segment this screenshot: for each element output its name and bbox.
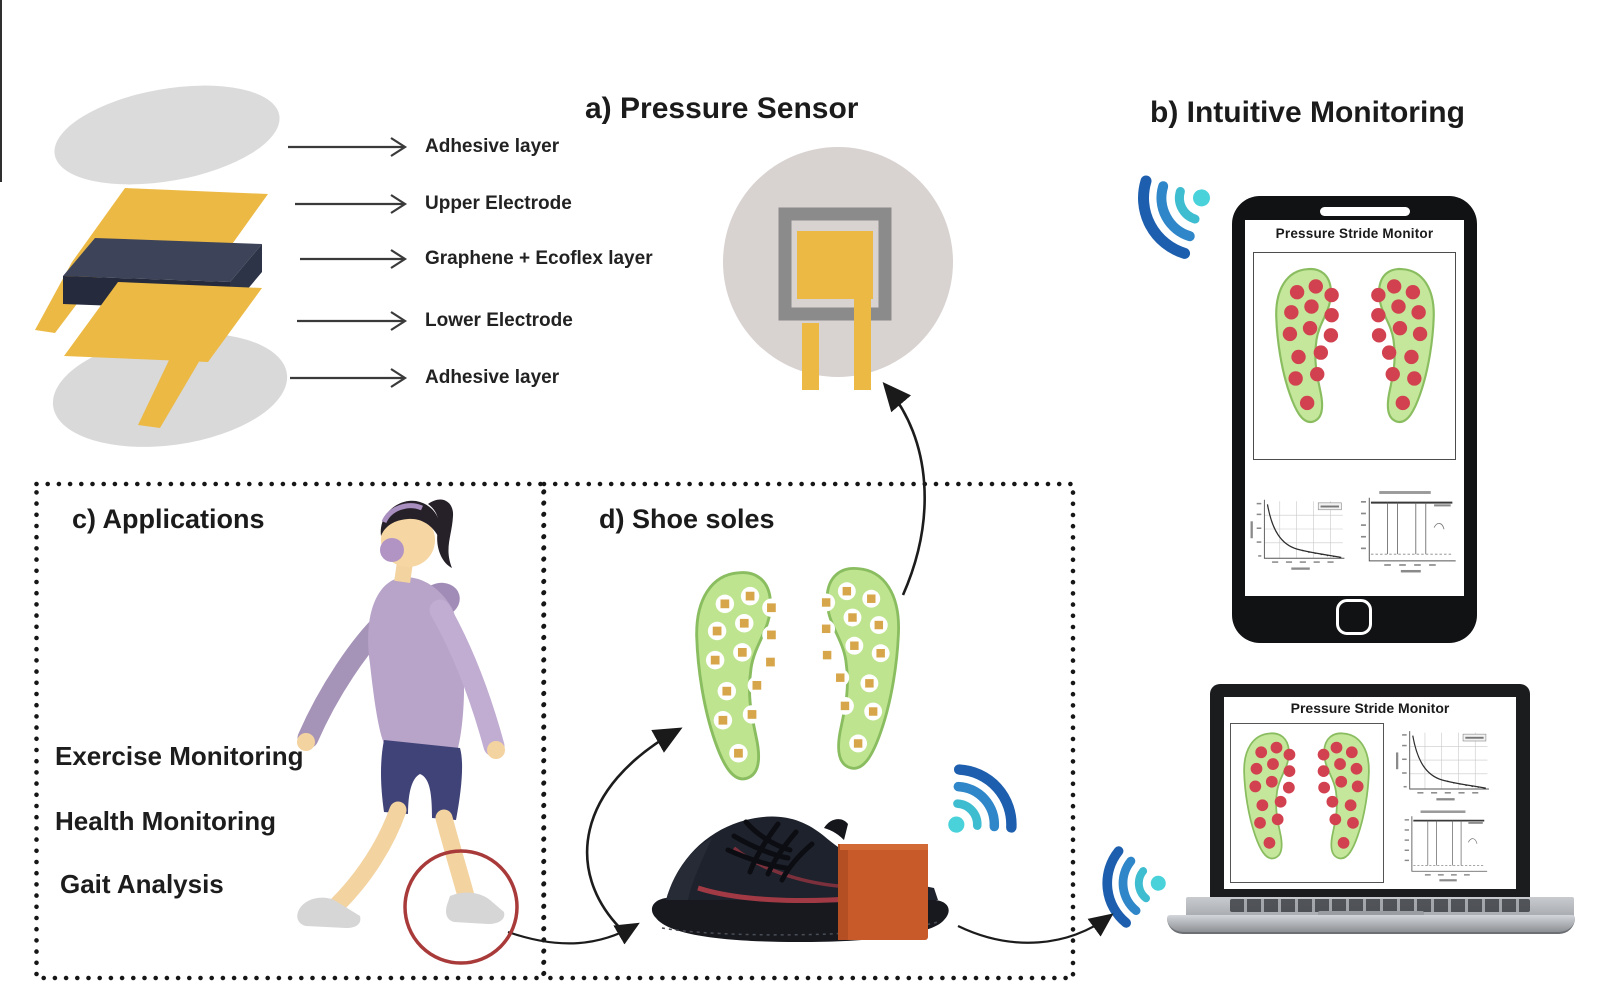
layer-label-upper-electrode: Upper Electrode (425, 193, 572, 214)
person-back-shoe (297, 897, 361, 928)
laptop-app-title: Pressure Stride Monitor (1290, 700, 1450, 716)
arrow-sole-to-sensor (882, 382, 926, 596)
layer-label-graphene-ecoflex: Graphene + Ecoflex layer (425, 248, 653, 269)
panel-c-border (34, 481, 546, 981)
gait-highlight-circle (403, 849, 519, 965)
layer-label-adhesive-bottom: Adhesive layer (425, 367, 560, 388)
panel-c-title: c) Applications (72, 504, 265, 534)
person-front-arm (429, 599, 505, 757)
sneaker-illustration (651, 816, 949, 942)
arrow-foot-to-shoe (507, 922, 640, 945)
sensor-frame (778, 207, 892, 321)
walking-person-illustration (297, 499, 505, 928)
phone-screen: Pressure Stride Monitor (1245, 220, 1464, 596)
laptop-keys (1230, 899, 1530, 912)
laptop-keyboard-deck (1186, 897, 1574, 921)
pressure-sensor-illustration (723, 147, 953, 390)
application-gait-analysis: Gait Analysis (60, 869, 224, 899)
laptop-screen: Pressure Stride Monitor (1210, 684, 1530, 900)
sneaker-heel-tab (824, 819, 848, 840)
phone-speaker (1320, 207, 1410, 216)
phone-home-button (1336, 599, 1372, 635)
person-back-leg (329, 801, 407, 913)
application-exercise-monitoring: Exercise Monitoring (55, 741, 304, 771)
person-front-leg (435, 809, 475, 905)
sensor-layer-stack-illustration (35, 85, 288, 447)
arrow-shoe-to-insoles (585, 727, 683, 929)
layer-label-arrows (288, 137, 408, 388)
sneaker-laces (725, 819, 815, 883)
laptop-base (1167, 915, 1575, 934)
layer-label-adhesive-top: Adhesive layer (425, 136, 560, 157)
laptop-screen-content: Pressure Stride Monitor (1224, 697, 1516, 889)
person-front-shoe (446, 892, 505, 924)
lower-electrode-layer (64, 282, 262, 428)
panel-a-title: a) Pressure Sensor (585, 92, 859, 125)
headphone-cup-icon (380, 538, 404, 562)
page-edge-line (0, 0, 2, 182)
adhesive-top-layer (54, 85, 280, 185)
person-shorts (381, 740, 463, 820)
phone-footmap-panel (1253, 252, 1456, 460)
sensor-electrode-yellow (797, 231, 873, 390)
wireless-module-orange-box (838, 844, 928, 940)
laptop-footmap-panel (1230, 723, 1384, 883)
headphone-band-icon (381, 503, 423, 524)
smartphone: Pressure Stride Monitor (1232, 196, 1477, 643)
panel-d-title: d) Shoe soles (599, 504, 775, 534)
layer-label-lower-electrode: Lower Electrode (425, 310, 573, 331)
panel-b-title: b) Intuitive Monitoring (1150, 96, 1465, 129)
arrow-shoe-to-laptop (957, 913, 1114, 944)
application-health-monitoring: Health Monitoring (55, 806, 276, 836)
panel-d-border (541, 481, 1076, 981)
person-ponytail (428, 499, 454, 568)
phone-app-title: Pressure Stride Monitor (1275, 226, 1434, 241)
